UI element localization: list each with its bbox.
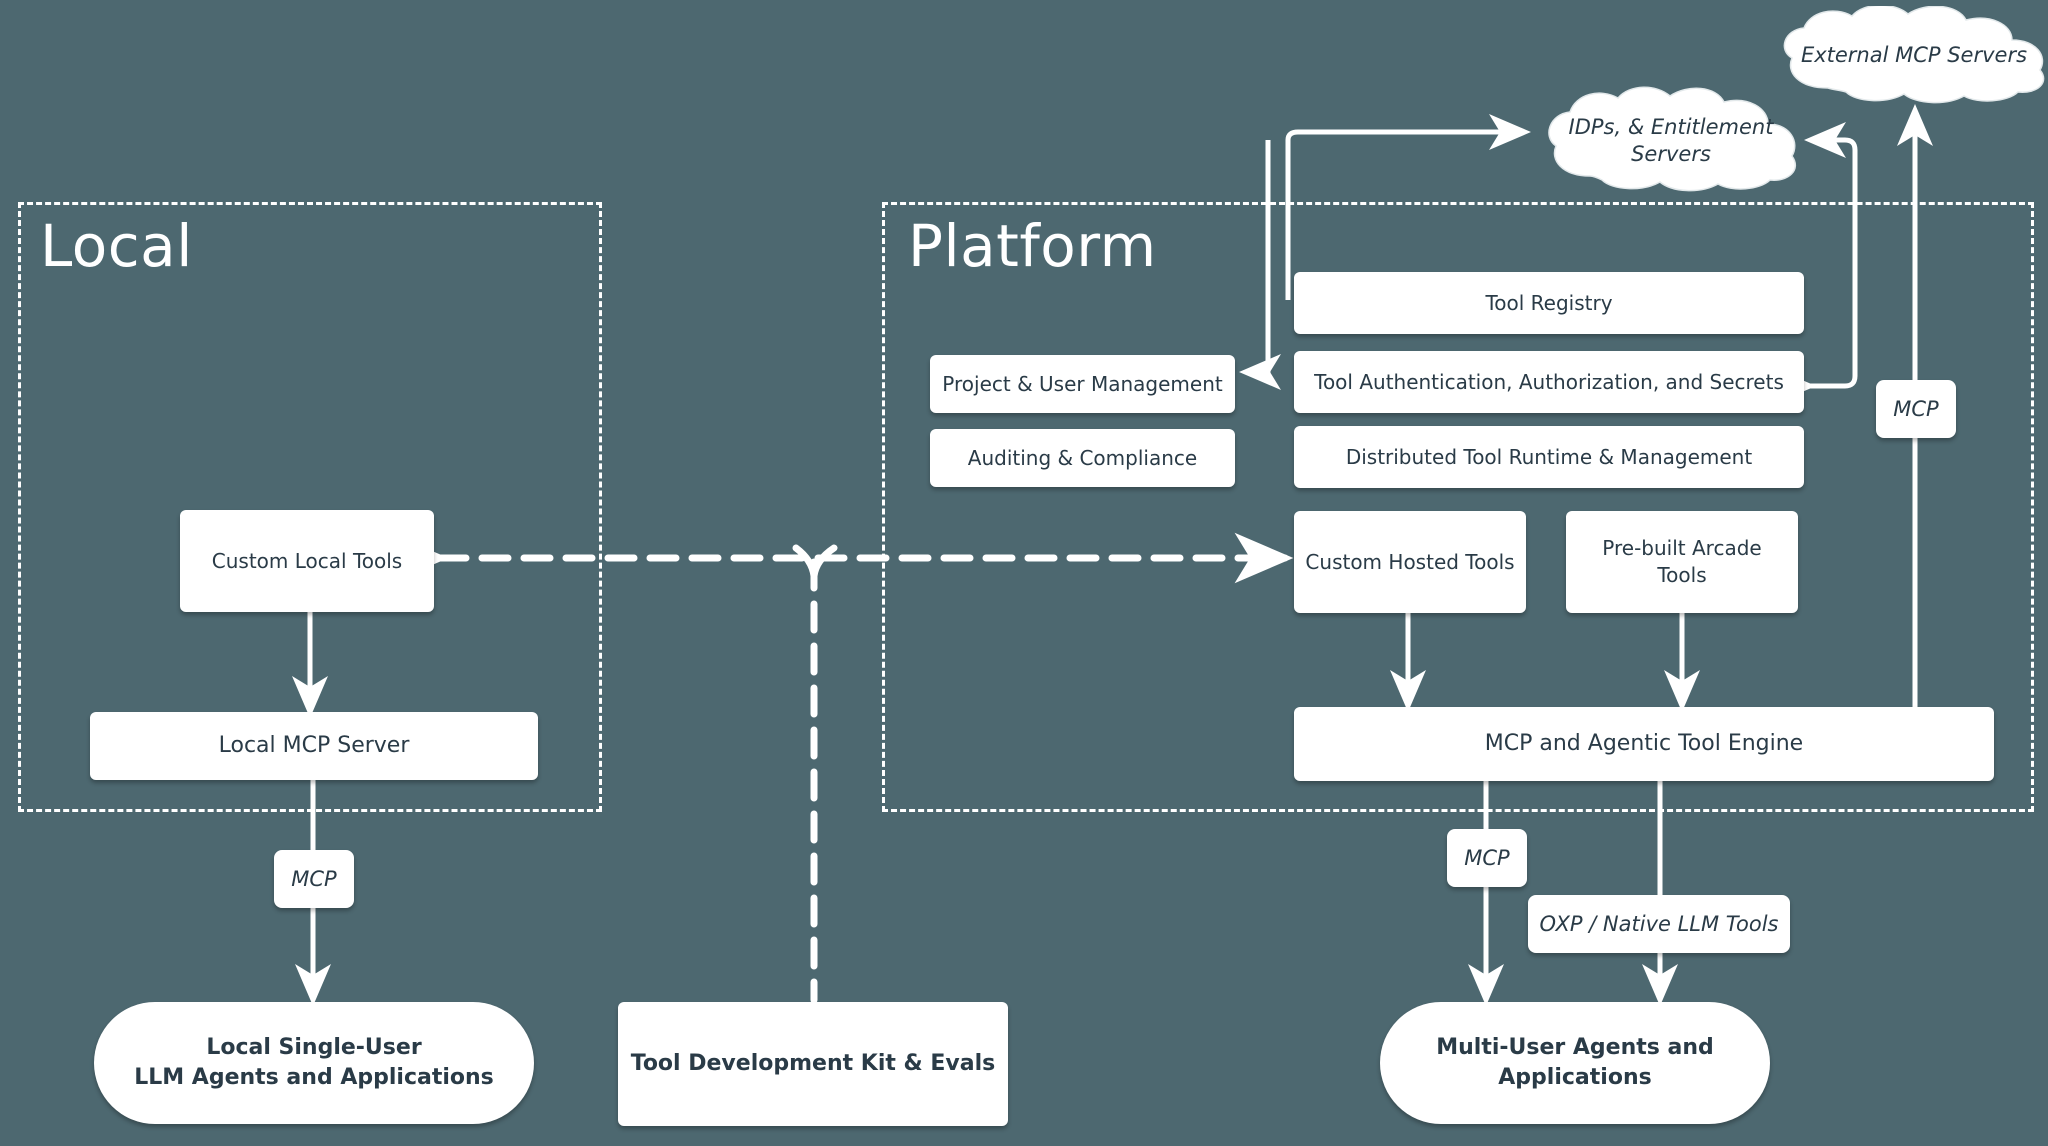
box-distributed-tool-runtime-management[interactable]: Distributed Tool Runtime & Management xyxy=(1294,426,1804,488)
label-mcp-local: MCP xyxy=(274,850,354,908)
cloud-shape-icon xyxy=(1783,6,2045,104)
box-local-mcp-server[interactable]: Local MCP Server xyxy=(90,712,538,780)
local-agents-line2: LLM Agents and Applications xyxy=(134,1065,494,1090)
cloud-external-mcp-servers[interactable]: External MCP Servers xyxy=(1768,6,2048,106)
label-mcp-external: MCP xyxy=(1876,380,1956,438)
zone-platform xyxy=(882,202,2034,812)
box-custom-hosted-tools[interactable]: Custom Hosted Tools xyxy=(1294,511,1526,613)
label-mcp-platform-bottom: MCP xyxy=(1447,829,1527,887)
box-prebuilt-arcade-tools[interactable]: Pre-built Arcade Tools xyxy=(1566,511,1798,613)
box-multi-user-agents-applications[interactable]: Multi-User Agents and Applications xyxy=(1380,1002,1770,1124)
label-oxp-native-llm-tools: OXP / Native LLM Tools xyxy=(1528,895,1790,953)
cloud-shape-icon xyxy=(1548,86,1797,192)
local-agents-line1: Local Single-User xyxy=(206,1035,422,1061)
cloud-external-mcp-servers-label: External MCP Servers xyxy=(1800,43,2028,68)
edge-tool-auth-to-idps xyxy=(1285,114,1532,300)
box-tool-authentication-authorization-secrets[interactable]: Tool Authentication, Authorization, and … xyxy=(1294,351,1804,413)
zone-local-title: Local xyxy=(40,212,193,280)
box-auditing-compliance[interactable]: Auditing & Compliance xyxy=(930,429,1235,487)
edge-tdk-horizontal-dashed xyxy=(389,532,1294,1004)
edge-tool-auth-right-to-idps xyxy=(1774,122,1858,404)
cloud-idps-entitlement-servers-label: IDPs, & Entitlement Servers xyxy=(1568,114,1774,166)
box-mcp-and-agentic-tool-engine[interactable]: MCP and Agentic Tool Engine xyxy=(1294,707,1994,781)
box-tool-development-kit-evals[interactable]: Tool Development Kit & Evals xyxy=(618,1002,1008,1126)
zone-platform-title: Platform xyxy=(908,212,1157,280)
box-project-user-management[interactable]: Project & User Management xyxy=(930,355,1235,413)
multi-user-agents-line2: Applications xyxy=(1498,1065,1652,1090)
cloud-idps-entitlement-servers[interactable]: IDPs, & Entitlement Servers xyxy=(1536,86,1806,196)
box-tool-registry[interactable]: Tool Registry xyxy=(1294,272,1804,334)
box-local-single-user-llm-agents[interactable]: Local Single-User LLM Agents and Applica… xyxy=(94,1002,534,1124)
zone-local xyxy=(18,202,602,812)
edge-idps-to-project-user-management xyxy=(1238,140,1281,390)
multi-user-agents-line1: Multi-User Agents and xyxy=(1436,1035,1714,1061)
box-custom-local-tools[interactable]: Custom Local Tools xyxy=(180,510,434,612)
